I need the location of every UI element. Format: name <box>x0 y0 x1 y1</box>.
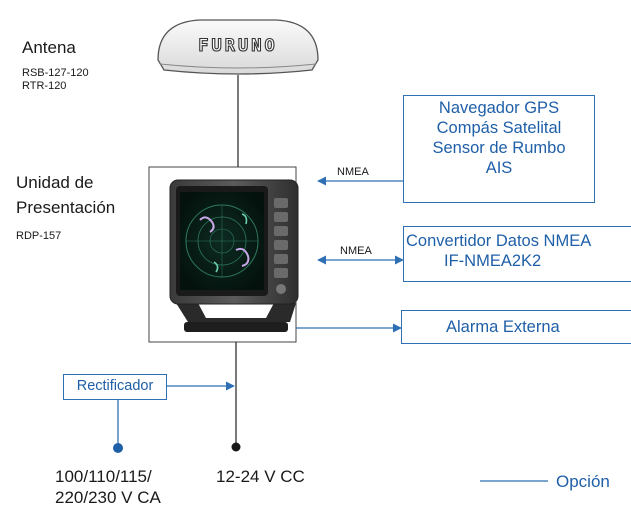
gps-box-line-3: Sensor de Rumbo <box>432 139 566 157</box>
converter-nmea-label: NMEA <box>340 245 372 257</box>
ac-voltage-line-2: 220/230 V CA <box>55 488 161 507</box>
converter-box-line-1: Convertidor Datos NMEA <box>406 232 592 250</box>
dc-terminal-dot <box>231 442 241 452</box>
gps-box-line-4: AIS <box>485 159 513 177</box>
gps-box-line-2: Compás Satelital <box>436 119 562 137</box>
gps-sensors-box: Navegador GPS Compás Satelital Sensor de… <box>403 95 595 203</box>
antenna-title: Antena <box>22 38 76 57</box>
display-unit-image <box>169 179 299 332</box>
rectifier-label: Rectificador <box>76 378 154 394</box>
ac-terminal-dot <box>113 443 123 453</box>
display-unit-title-2: Presentación <box>16 198 116 217</box>
display-unit-model: RDP-157 <box>16 230 62 242</box>
antenna-radome <box>157 19 319 75</box>
converter-box: Convertidor Datos NMEA IF-NMEA2K2 <box>403 226 631 282</box>
gps-box-line-1: Navegador GPS <box>438 99 560 117</box>
legend-option-label: Opción <box>556 472 610 491</box>
rectifier-box: Rectificador <box>63 374 167 400</box>
alarm-box: Alarma Externa <box>401 310 631 344</box>
gps-nmea-label: NMEA <box>337 166 369 178</box>
antenna-logo: FURUNO <box>198 35 278 56</box>
dc-voltage-label: 12-24 V CC <box>216 467 305 486</box>
alarm-box-label: Alarma Externa <box>446 318 560 336</box>
display-unit-title-1: Unidad de <box>16 173 94 192</box>
ac-voltage-line-1: 100/110/115/ <box>55 467 152 486</box>
antenna-model-2: RTR-120 <box>22 80 67 92</box>
antenna-model-1: RSB-127-120 <box>22 67 89 79</box>
converter-box-line-2: IF-NMEA2K2 <box>444 252 542 270</box>
